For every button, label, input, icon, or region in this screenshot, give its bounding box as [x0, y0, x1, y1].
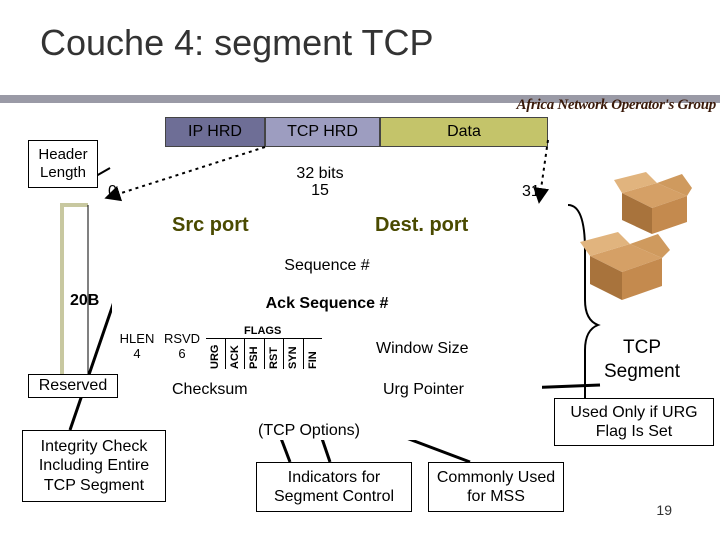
- flags-label: FLAGS: [244, 325, 282, 337]
- bit-15-label: 15: [311, 181, 329, 199]
- mss-callout: Commonly Used for MSS: [428, 462, 564, 512]
- header-length-text: Header Length: [38, 146, 88, 181]
- flag-fin-text: FIN: [306, 351, 319, 369]
- bit-31-label: 31: [522, 183, 540, 200]
- dest-port-field: Dest. port: [375, 214, 469, 236]
- flag-fin: FIN: [304, 339, 323, 369]
- options-field: (TCP Options): [258, 422, 360, 439]
- flag-urg-text: URG: [209, 344, 222, 369]
- integrity-pointer-a: [68, 289, 120, 431]
- flag-psh-text: PSH: [248, 346, 261, 369]
- dotted-arrow-left: [104, 146, 266, 202]
- ip-header-segment: IP HRD: [165, 117, 265, 147]
- box-bottom-icon: [580, 232, 670, 300]
- bit-0-label: 0: [108, 183, 117, 200]
- bits-32-label: 32 bits: [296, 165, 344, 182]
- reserved-callout: Reserved: [28, 374, 118, 398]
- ack-sequence-text: Ack Sequence #: [265, 295, 389, 312]
- flag-rst-text: RST: [267, 347, 280, 369]
- sequence-field: Sequence #: [112, 254, 542, 278]
- reserved-text: Reserved: [38, 377, 108, 395]
- window-size-field: Window Size: [376, 340, 469, 357]
- flag-rst: RST: [265, 339, 284, 369]
- hlen-field: HLEN 4: [114, 331, 160, 362]
- mss-text: Commonly Used for MSS: [436, 468, 556, 505]
- flag-ack: ACK: [226, 339, 245, 369]
- indicators-callout: Indicators for Segment Control: [256, 462, 412, 512]
- ack-sequence-field: Ack Sequence #: [112, 292, 542, 316]
- tcp-segment-label: TCP Segment: [603, 337, 681, 382]
- hlen-text: HLEN: [119, 331, 155, 346]
- header-length-callout: Header Length: [28, 140, 98, 188]
- page-number: 19: [656, 502, 672, 518]
- rsvd-field: RSVD 6: [160, 331, 204, 362]
- urg-only-callout: Used Only if URG Flag Is Set: [554, 398, 714, 446]
- bit-center-labels: 32 bits 15: [290, 165, 350, 200]
- data-segment: Data: [380, 117, 548, 147]
- header-size-label: 20B: [70, 292, 100, 309]
- flag-psh: PSH: [245, 339, 265, 369]
- urg-only-text: Used Only if URG Flag Is Set: [570, 403, 698, 440]
- flag-syn: SYN: [284, 339, 304, 369]
- flag-syn-text: SYN: [287, 346, 300, 369]
- urg-pointer-field: Urg Pointer: [383, 381, 464, 398]
- src-port-field: Src port: [172, 214, 249, 236]
- rsvd-value: 6: [178, 345, 186, 361]
- slide-title: Couche 4: segment TCP: [40, 22, 434, 63]
- tcp-header-segment: TCP HRD: [265, 117, 380, 147]
- dotted-arrow-right: [533, 139, 550, 204]
- integrity-callout: Integrity Check Including Entire TCP Seg…: [22, 430, 166, 502]
- top-bar: [0, 95, 720, 103]
- flags-group: URG ACK PSH RST SYN FIN: [206, 338, 322, 369]
- tcp-header-table: [112, 205, 542, 440]
- integrity-text: Integrity Check Including Entire TCP Seg…: [38, 438, 150, 494]
- header-length-pointer: [95, 167, 111, 177]
- sequence-text: Sequence #: [284, 257, 370, 274]
- box-top-icon: [614, 172, 692, 234]
- hlen-value: 4: [133, 345, 141, 361]
- indicators-text: Indicators for Segment Control: [273, 468, 395, 505]
- rsvd-text: RSVD: [163, 331, 201, 346]
- checksum-field: Checksum: [172, 381, 248, 398]
- flag-ack-text: ACK: [228, 345, 241, 369]
- brand-logo: Africa Network Operator's Group: [516, 97, 717, 113]
- flag-urg: URG: [206, 339, 226, 369]
